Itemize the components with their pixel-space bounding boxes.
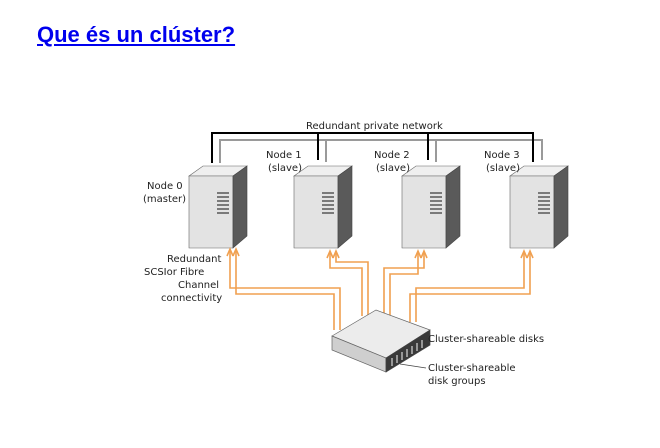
node-2-role: (slave) [376, 163, 410, 174]
server-icon [188, 165, 248, 249]
node-1-role: (slave) [268, 163, 302, 174]
network-line-primary [211, 132, 534, 163]
connection-node-3 [409, 252, 531, 322]
node-3-name: Node 3 [484, 150, 520, 161]
server-node-3 [509, 165, 569, 249]
node-0-role: (master) [143, 194, 186, 205]
network-line-secondary [219, 139, 543, 163]
connection-node-1 [329, 252, 369, 316]
storage-connections [226, 246, 534, 330]
node-2-name: Node 2 [374, 150, 410, 161]
disk-groups-label-line-1: Cluster-shareable [428, 363, 516, 374]
server-node-1 [293, 165, 353, 249]
connectivity-label-line-3: Channel [178, 280, 219, 291]
connection-node-2 [383, 252, 425, 316]
server-node-2 [401, 165, 461, 249]
network-label: Redundant private network [306, 121, 443, 132]
connectivity-label-line-1: Redundant [167, 254, 221, 265]
disk-array [331, 309, 431, 373]
connectivity-label-line-4: connectivity [161, 293, 222, 304]
server-icon [509, 165, 569, 249]
private-network: Redundant private network [211, 121, 543, 163]
disks-label: Cluster-shareable disks [428, 334, 544, 345]
connection-node-0 [229, 250, 341, 330]
disk-groups-label-line-2: disk groups [428, 376, 486, 387]
node-0-name: Node 0 [147, 181, 183, 192]
server-node-0 [188, 165, 248, 249]
node-1-name: Node 1 [266, 150, 302, 161]
server-icon [401, 165, 461, 249]
connectivity-label-line-2: SCSIor Fibre [144, 267, 204, 278]
page-title[interactable]: Que és un clúster? [37, 22, 236, 47]
server-icon [293, 165, 353, 249]
node-3-role: (slave) [486, 163, 520, 174]
disk-groups-pointer [399, 363, 427, 369]
